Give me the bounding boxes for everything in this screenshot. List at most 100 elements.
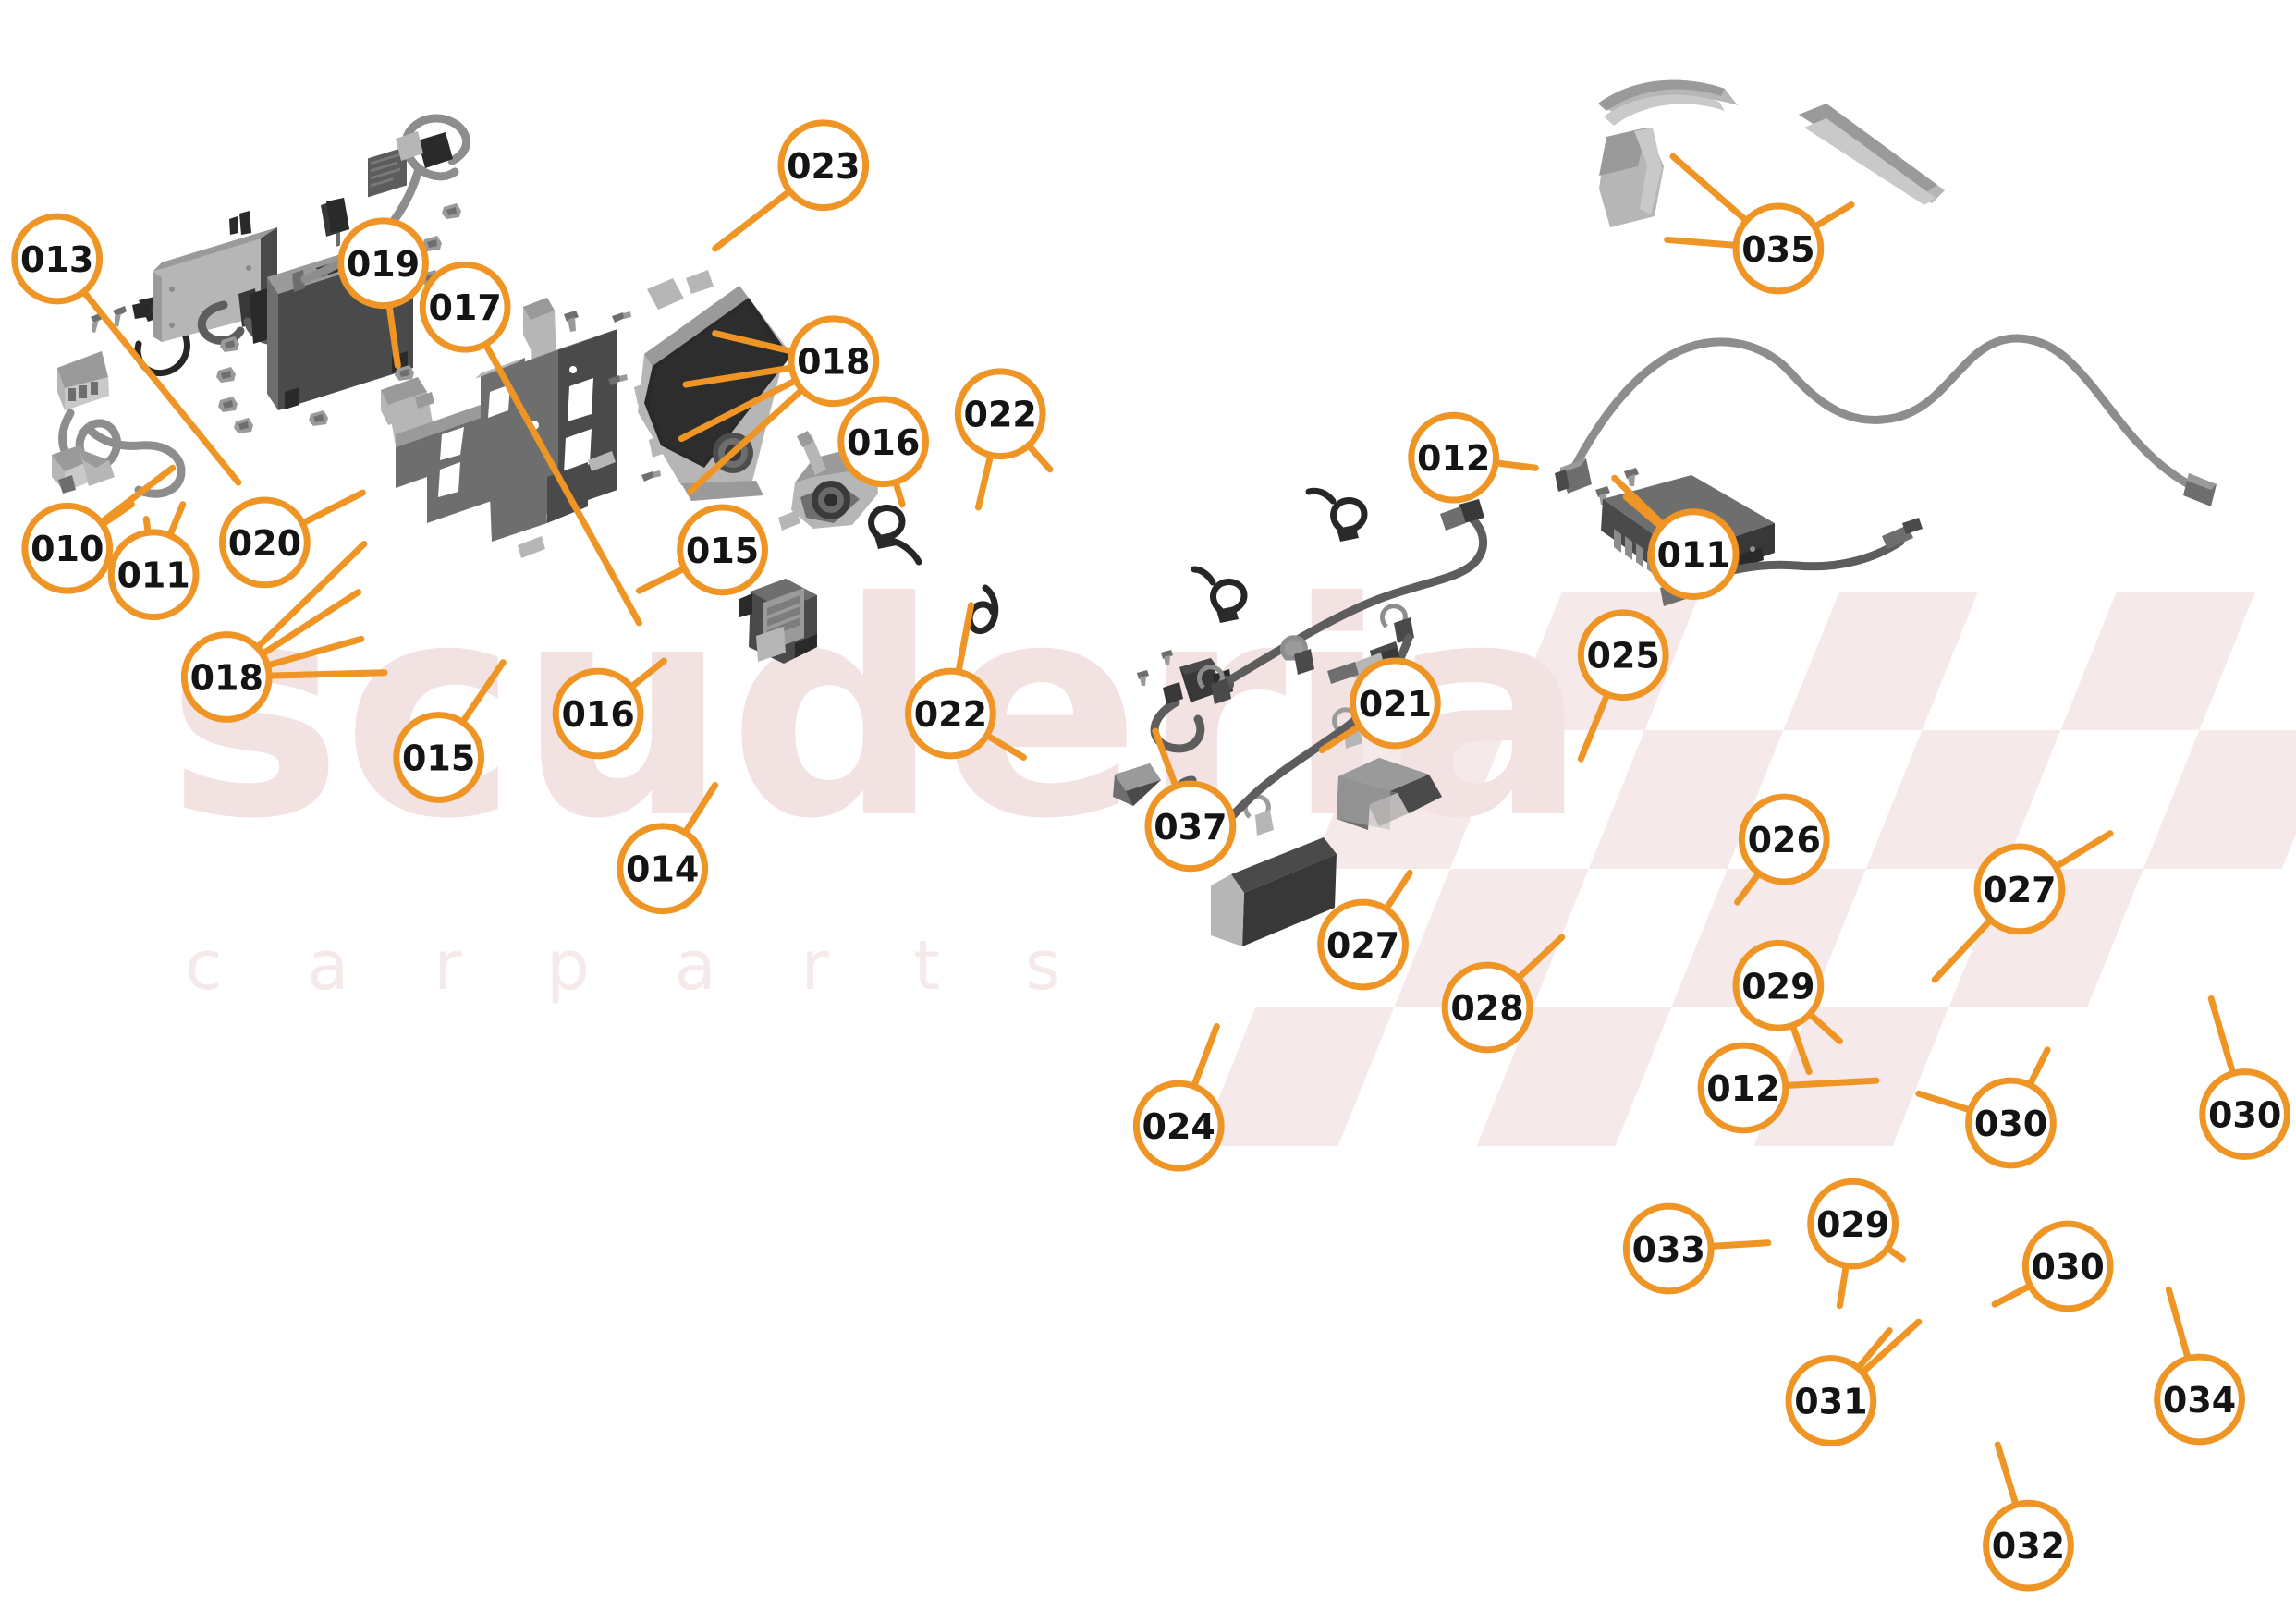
callout-022[interactable]: 022 xyxy=(905,602,1028,761)
callout-number: 025 xyxy=(1587,636,1660,677)
part-035-trim-strips xyxy=(1598,79,1945,227)
callout-013[interactable]: 013 xyxy=(11,213,242,486)
callout-025[interactable]: 025 xyxy=(1577,609,1669,763)
callout-bubble[interactable] xyxy=(11,213,104,305)
callout-leader-line xyxy=(265,669,388,679)
callout-bubble[interactable] xyxy=(1965,1077,2057,1169)
callout-037[interactable]: 037 xyxy=(1144,727,1237,873)
callout-029[interactable]: 029 xyxy=(1807,1178,1906,1310)
callout-leader-line xyxy=(1991,1282,2033,1308)
callout-024[interactable]: 024 xyxy=(1132,1023,1225,1172)
callout-030[interactable]: 030 xyxy=(1915,1046,2057,1169)
callout-012[interactable]: 012 xyxy=(1408,411,1539,504)
callout-010[interactable]: 010 xyxy=(21,464,177,594)
callout-027[interactable]: 027 xyxy=(1317,869,1413,991)
part-012-right-cable xyxy=(1555,334,2217,506)
part-034-trim-cover xyxy=(1337,758,1442,830)
callout-leader-line xyxy=(97,464,177,526)
callout-bubble[interactable] xyxy=(954,368,1046,460)
callout-number: 022 xyxy=(914,694,987,735)
callout-034[interactable]: 034 xyxy=(2154,1286,2245,1446)
callout-020[interactable]: 020 xyxy=(218,489,366,589)
callout-bubble[interactable] xyxy=(21,502,114,594)
callout-bubble[interactable] xyxy=(1317,898,1409,991)
callout-leader-line xyxy=(482,340,642,627)
callout-leader-line xyxy=(2026,1046,2051,1089)
callout-033[interactable]: 033 xyxy=(1622,1202,1772,1295)
callout-bubble[interactable] xyxy=(393,712,485,803)
callout-030[interactable]: 030 xyxy=(1991,1220,2114,1312)
callout-bubble[interactable] xyxy=(1738,793,1830,885)
callout-bubble[interactable] xyxy=(180,631,273,723)
callout-014[interactable]: 014 xyxy=(617,782,719,915)
callout-bubble[interactable] xyxy=(419,261,511,353)
callout-bubble[interactable] xyxy=(1132,1080,1225,1172)
callout-bubble[interactable] xyxy=(837,396,930,488)
callout-015[interactable]: 015 xyxy=(635,504,768,596)
callout-number: 033 xyxy=(1632,1229,1705,1270)
callout-031[interactable]: 031 xyxy=(1785,1318,1923,1446)
callout-bubble[interactable] xyxy=(677,504,768,596)
callout-016[interactable]: 016 xyxy=(837,396,930,508)
callout-018[interactable]: 018 xyxy=(678,315,880,495)
callout-bubble[interactable] xyxy=(617,823,709,915)
callout-030[interactable]: 030 xyxy=(2199,995,2291,1160)
callout-leader-line xyxy=(955,602,975,676)
callout-number: 020 xyxy=(228,523,301,564)
callout-bubble[interactable] xyxy=(1697,1042,1789,1134)
callout-bubble[interactable] xyxy=(1785,1355,1877,1446)
callout-leader-line xyxy=(259,589,362,658)
callout-bubble[interactable] xyxy=(1647,508,1740,600)
callout-leader-line xyxy=(678,377,800,443)
callout-number: 027 xyxy=(1983,870,2056,910)
callout-017[interactable]: 017 xyxy=(419,261,642,627)
callout-bubble[interactable] xyxy=(2199,1068,2291,1160)
callout-015[interactable]: 015 xyxy=(393,659,507,803)
callout-bubble[interactable] xyxy=(552,667,644,760)
callout-bubble[interactable] xyxy=(218,496,311,589)
callout-bubble[interactable] xyxy=(337,217,429,310)
callout-bubble[interactable] xyxy=(1732,202,1825,295)
callout-number: 026 xyxy=(1748,820,1821,860)
callout-leader-line xyxy=(1191,1023,1220,1090)
callout-bubble[interactable] xyxy=(1144,780,1237,873)
callout-bubble[interactable] xyxy=(1441,961,1533,1054)
callout-leader-line xyxy=(892,479,906,508)
callout-032[interactable]: 032 xyxy=(1983,1441,2074,1592)
callout-bubble[interactable] xyxy=(905,667,996,760)
callout-bubble[interactable] xyxy=(1807,1178,1899,1270)
callout-012[interactable]: 012 xyxy=(1697,1042,1880,1134)
callout-bubble[interactable] xyxy=(777,119,870,212)
callout-leader-line xyxy=(1622,494,1665,531)
callout-bubble[interactable] xyxy=(1622,1202,1715,1295)
callout-bubble[interactable] xyxy=(1732,939,1825,1031)
callout-029[interactable]: 029 xyxy=(1732,939,1843,1076)
callout-leader-line xyxy=(1669,153,1750,225)
callout-bubble[interactable] xyxy=(107,529,200,621)
callout-leader-line xyxy=(1806,1010,1843,1044)
callout-019[interactable]: 019 xyxy=(337,217,429,369)
callout-022[interactable]: 022 xyxy=(954,368,1054,511)
callout-bubble[interactable] xyxy=(2154,1353,2245,1446)
callout-018[interactable]: 018 xyxy=(180,540,388,723)
callout-bubble[interactable] xyxy=(1983,1499,2074,1592)
callout-011[interactable]: 011 xyxy=(107,501,200,621)
callout-bubble[interactable] xyxy=(2021,1220,2114,1312)
callout-bubble[interactable] xyxy=(1577,609,1669,702)
callout-leader-line xyxy=(299,489,366,527)
callout-bubble[interactable] xyxy=(1408,411,1500,504)
callout-021[interactable]: 021 xyxy=(1318,657,1441,754)
callout-bubble[interactable] xyxy=(1350,657,1441,750)
callout-011[interactable]: 011 xyxy=(1611,474,1740,600)
callout-028[interactable]: 028 xyxy=(1441,934,1566,1054)
callout-026[interactable]: 026 xyxy=(1734,793,1830,906)
callout-035[interactable]: 035 xyxy=(1664,153,1855,295)
callout-bubble[interactable] xyxy=(1973,843,2066,935)
callout-027[interactable]: 027 xyxy=(1931,830,2114,983)
callout-016[interactable]: 016 xyxy=(552,657,667,760)
callout-023[interactable]: 023 xyxy=(712,119,870,252)
callout-bubble[interactable] xyxy=(788,315,880,408)
callout-number: 035 xyxy=(1741,229,1814,270)
part-024-air-vent-duct xyxy=(739,579,817,664)
